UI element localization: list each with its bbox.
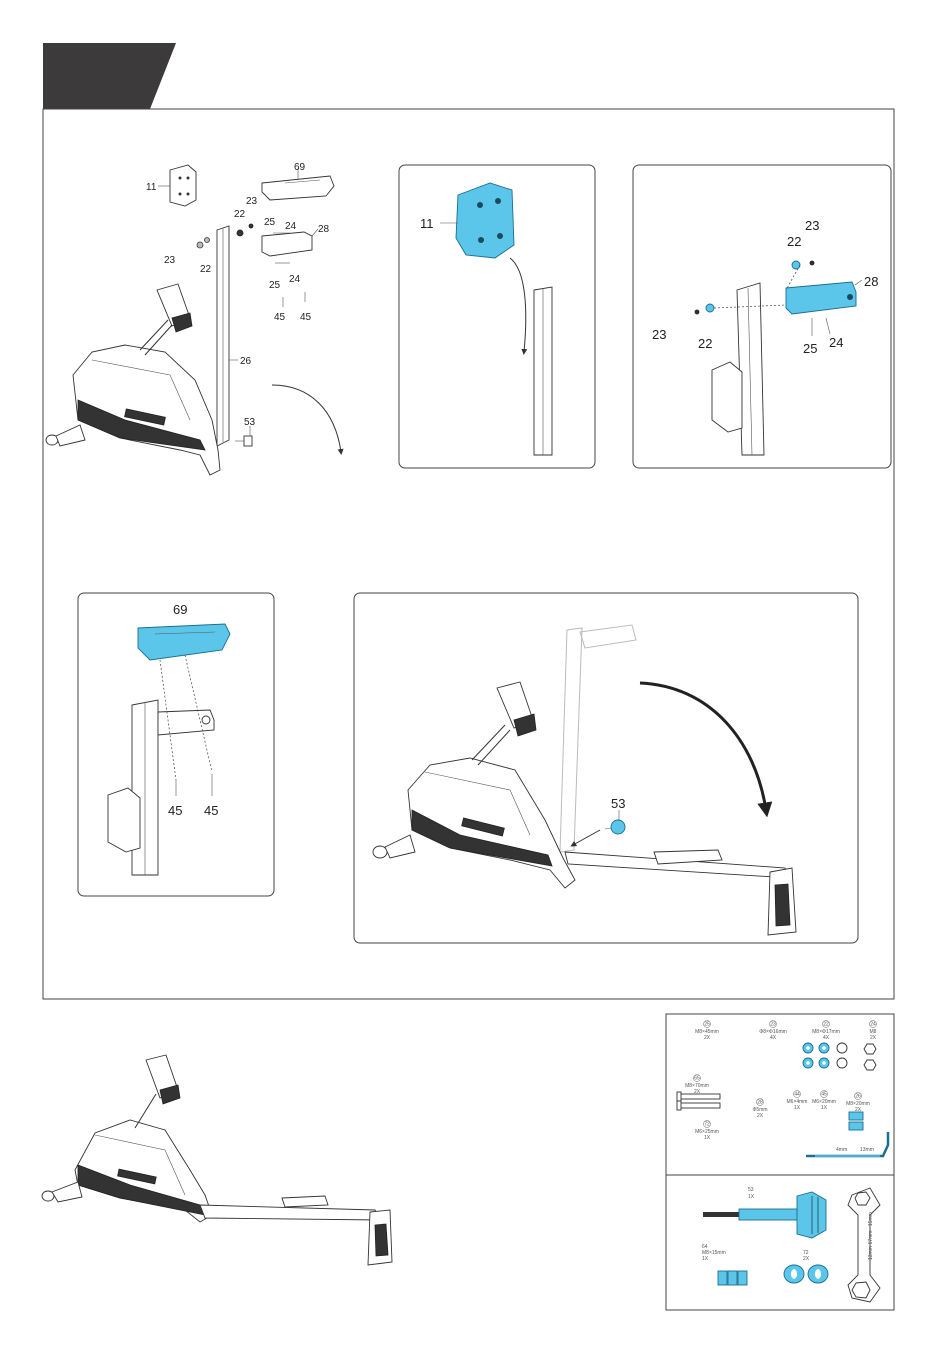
label-28: 28	[318, 224, 330, 235]
hardware-item-num: 26	[855, 1094, 861, 1100]
tool-label-13mm: 13mm	[860, 1147, 874, 1153]
label-25-top: 25	[264, 217, 276, 228]
wrench-size-label: 13mm·17mm · 15mm	[868, 1212, 874, 1260]
label-53: 53	[244, 417, 256, 428]
hardware-item-qty: 1X	[821, 1105, 828, 1111]
detail-b-label-23-top: 23	[805, 218, 819, 233]
hardware-item-qty: 4X	[823, 1035, 830, 1041]
label-69: 69	[294, 162, 306, 173]
bolt-64-qty: 1X	[702, 1256, 709, 1262]
washer-22-left	[706, 304, 714, 312]
label-23-left: 23	[164, 255, 176, 266]
detail-b-label-22-left: 22	[698, 336, 712, 351]
hardware-item-num: 44	[794, 1092, 800, 1098]
hardware-item-num: 25	[704, 1022, 710, 1028]
label-26: 26	[240, 356, 252, 367]
label-23-top: 23	[246, 196, 258, 207]
hardware-item-num: 24	[870, 1022, 876, 1028]
hardware-item-qty: 2X	[870, 1035, 877, 1041]
assembled-rower-view	[42, 1055, 392, 1265]
tool-label-4mm: 4mm	[836, 1147, 847, 1153]
label-22-left: 22	[200, 264, 212, 275]
hardware-item-num: 23	[770, 1022, 776, 1028]
overview-exploded-view: 11 69 28 26 23 22 23 22 25 24	[46, 162, 341, 475]
hardware-item-qty: 2X	[757, 1113, 764, 1119]
detail-c-label-45-a: 45	[168, 803, 182, 818]
label-45-a: 45	[274, 312, 286, 323]
detail-d-label-53: 53	[611, 796, 625, 811]
detail-b-label-23-left: 23	[652, 327, 666, 342]
hardware-item-num: 22	[823, 1022, 829, 1028]
highlighted-knob-53	[611, 820, 625, 834]
upright-rail-26	[217, 226, 238, 446]
hardware-item-qty: 1X	[704, 1135, 711, 1141]
fold-down-arrow	[272, 385, 341, 452]
knob-53	[235, 426, 252, 446]
cover-part-11	[158, 165, 196, 206]
hardware-item-qty: 1X	[794, 1105, 801, 1111]
label-11: 11	[146, 182, 157, 193]
label-24-top: 24	[285, 221, 297, 232]
hardware-item-num: 45	[821, 1092, 827, 1098]
hardware-item-num: 72	[704, 1122, 710, 1128]
highlighted-cover-11	[456, 183, 514, 258]
rower-main-body	[46, 284, 220, 475]
detail-b-label-25: 25	[803, 341, 817, 356]
washer-22-top	[792, 261, 800, 269]
detail-b-label-22-top: 22	[787, 234, 801, 249]
detail-a-label-11: 11	[420, 216, 434, 231]
step-header-tab	[43, 43, 176, 109]
detail-c-label-69: 69	[173, 602, 187, 617]
knob-53-num: 53	[748, 1187, 754, 1193]
label-22-top: 22	[234, 209, 246, 220]
hardware-item-qty: 4X	[770, 1035, 777, 1041]
washer-72-qty: 2X	[803, 1256, 810, 1262]
knob-53-drawing	[797, 1192, 826, 1238]
detail-b-label-28: 28	[864, 274, 878, 289]
hardware-item-num: 65	[694, 1076, 700, 1082]
label-24-bottom: 24	[289, 274, 301, 285]
hardware-item-num: 28	[757, 1100, 763, 1106]
detail-b-label-24: 24	[829, 335, 843, 350]
label-45-b: 45	[300, 312, 312, 323]
knob-53-qty: 1X	[748, 1194, 755, 1200]
label-25-bottom: 25	[269, 280, 281, 291]
hardware-item-qty: 2X	[704, 1035, 711, 1041]
detail-c-label-45-b: 45	[204, 803, 218, 818]
